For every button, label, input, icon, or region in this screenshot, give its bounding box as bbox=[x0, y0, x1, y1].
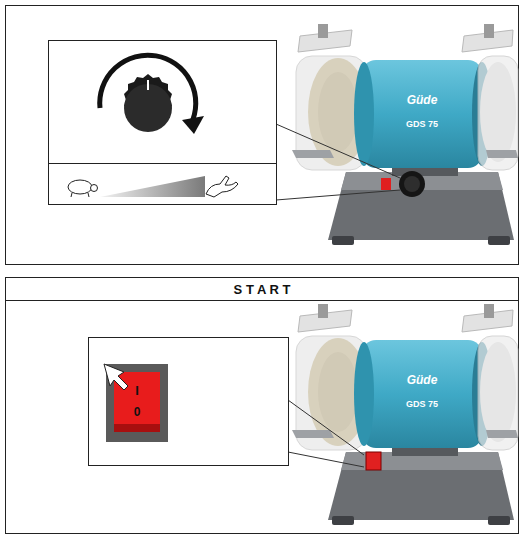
switch-on-mark: I bbox=[135, 384, 139, 397]
model-name: GDS 75 bbox=[406, 120, 438, 129]
header-title: S T A R T bbox=[234, 282, 291, 297]
brand-logo: Güde bbox=[407, 94, 438, 106]
header-band: S T A R T bbox=[6, 278, 518, 301]
switch-off-mark: 0 bbox=[134, 406, 141, 418]
model-name: GDS 75 bbox=[406, 400, 438, 409]
brand-logo: Güde bbox=[407, 374, 438, 386]
